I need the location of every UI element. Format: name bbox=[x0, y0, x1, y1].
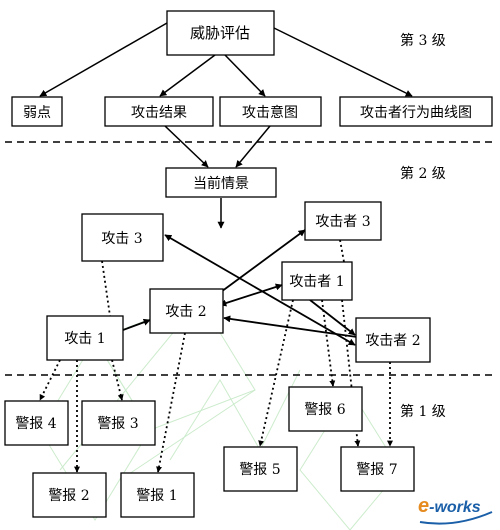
alarm-edges bbox=[39, 239, 393, 473]
edge-threat-to-attacker-curve bbox=[273, 27, 413, 97]
node-current-situation-label: 当前情景 bbox=[193, 175, 249, 192]
logo-works: -works bbox=[429, 499, 481, 516]
node-attack-result-label: 攻击结果 bbox=[131, 105, 187, 121]
logo-swoosh-icon bbox=[419, 511, 493, 525]
node-attacker-3: 攻击者 3 bbox=[304, 201, 382, 241]
node-weakness-label: 弱点 bbox=[23, 105, 51, 121]
node-attacker-3-label: 攻击者 3 bbox=[315, 214, 370, 230]
node-attacker-2: 攻击者 2 bbox=[355, 317, 431, 363]
level-1-label: 第 1 级 bbox=[400, 403, 446, 420]
node-attacker-1-label: 攻击者 1 bbox=[289, 274, 344, 290]
level-3-label: 第 3 级 bbox=[400, 32, 446, 49]
node-alarm-4-label: 警报 4 bbox=[15, 416, 56, 432]
level3-edges bbox=[39, 22, 413, 229]
node-threat-assessment: 威胁评估 bbox=[166, 10, 275, 56]
edge-attack1-alarm4 bbox=[39, 359, 61, 401]
edge-attack1-alarm3 bbox=[111, 359, 124, 401]
edge-attack2-attacker1 bbox=[219, 283, 283, 307]
node-current-situation: 当前情景 bbox=[165, 167, 277, 198]
node-attacker-2-label: 攻击者 2 bbox=[365, 333, 420, 349]
logo-e: e bbox=[418, 495, 429, 517]
node-alarm-5: 警报 5 bbox=[223, 446, 298, 492]
node-alarm-6: 警报 6 bbox=[288, 386, 363, 432]
level-2-label: 第 2 级 bbox=[400, 165, 446, 182]
node-alarm-1: 警报 1 bbox=[120, 472, 195, 518]
node-attack-1-label: 攻击 1 bbox=[64, 331, 105, 347]
node-alarm-2: 警报 2 bbox=[32, 472, 107, 518]
edge-attacker2-attack2 bbox=[223, 315, 358, 338]
edge-attack2-alarm1 bbox=[156, 332, 186, 473]
edge-attacker1-attacker2 bbox=[309, 299, 356, 336]
edge-attack1-attack2 bbox=[122, 318, 151, 331]
node-attack-intent-label: 攻击意图 bbox=[242, 104, 298, 121]
node-alarm-5-label: 警报 5 bbox=[239, 462, 280, 478]
edge-intent-to-situation bbox=[235, 125, 271, 168]
edge-threat-to-weakness bbox=[39, 22, 168, 97]
node-threat-assessment-label: 威胁评估 bbox=[190, 24, 250, 42]
svg-text:e-works: e-works bbox=[418, 495, 481, 517]
eworks-logo: e-works bbox=[418, 495, 493, 525]
node-attack-3: 攻击 3 bbox=[81, 213, 164, 262]
node-attack-2-label: 攻击 2 bbox=[165, 304, 206, 320]
node-attack-3-label: 攻击 3 bbox=[101, 231, 142, 247]
edge-threat-to-attack-result bbox=[159, 54, 216, 97]
level2-edges bbox=[122, 229, 358, 346]
node-attacker-curve: 攻击者行为曲线图 bbox=[339, 96, 493, 127]
node-alarm-7: 警报 7 bbox=[340, 446, 415, 492]
node-alarm-7-label: 警报 7 bbox=[356, 462, 397, 478]
node-attack-1: 攻击 1 bbox=[46, 315, 124, 361]
node-alarm-1-label: 警报 1 bbox=[136, 488, 177, 504]
edge-threat-to-attack-intent bbox=[224, 54, 266, 97]
node-attack-result: 攻击结果 bbox=[104, 96, 214, 127]
edge-attacker3-attacker1-dotted bbox=[339, 239, 345, 263]
edge-attack3-attack1-dotted bbox=[101, 260, 111, 317]
node-alarm-6-label: 警报 6 bbox=[304, 402, 345, 418]
edge-result-to-situation bbox=[164, 125, 209, 168]
node-attack-intent: 攻击意图 bbox=[219, 96, 322, 127]
node-alarm-3-label: 警报 3 bbox=[97, 416, 138, 432]
node-attacker-1: 攻击者 1 bbox=[281, 261, 353, 301]
node-weakness: 弱点 bbox=[11, 96, 63, 127]
node-alarm-2-label: 警报 2 bbox=[48, 488, 89, 504]
node-attacker-curve-label: 攻击者行为曲线图 bbox=[360, 105, 472, 121]
edge-attacker1-alarm5 bbox=[258, 299, 294, 447]
node-alarm-3: 警报 3 bbox=[81, 400, 156, 446]
node-alarm-4: 警报 4 bbox=[4, 400, 69, 446]
node-attack-2: 攻击 2 bbox=[149, 288, 224, 334]
